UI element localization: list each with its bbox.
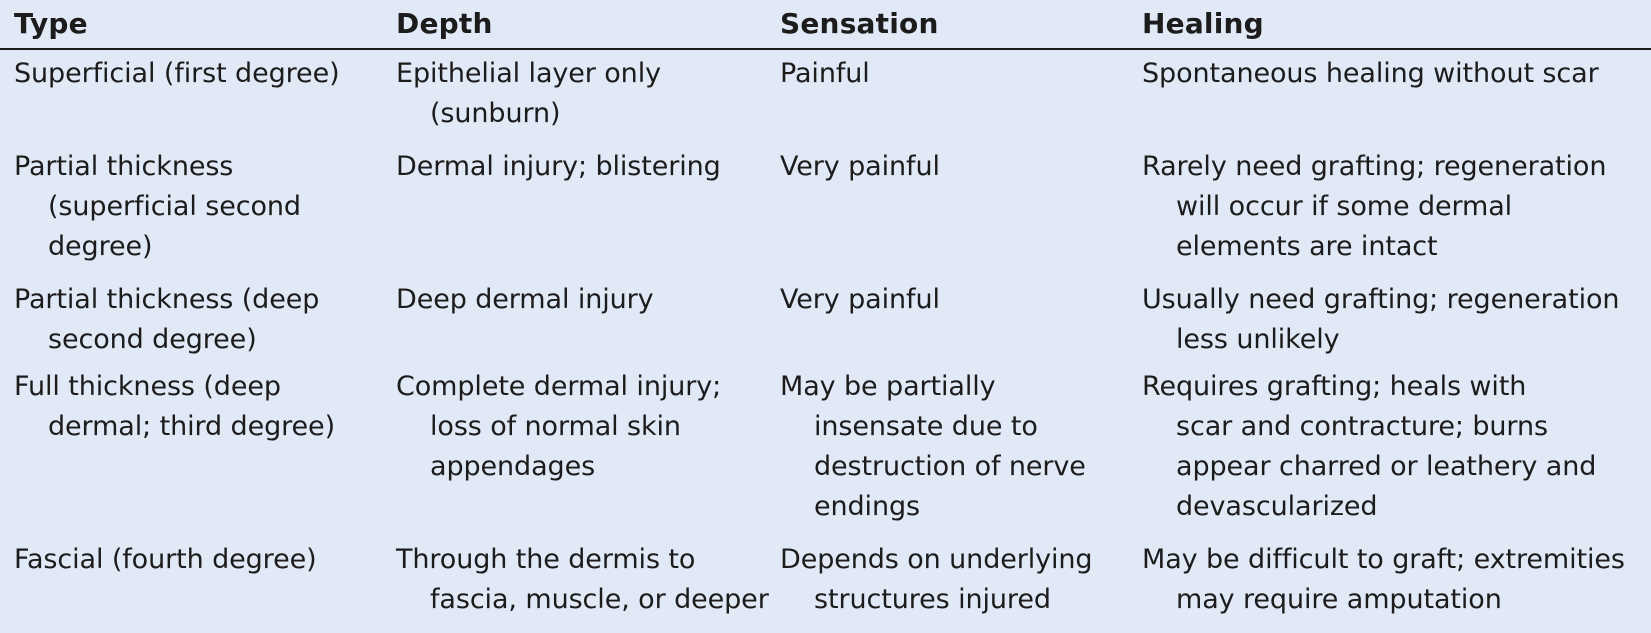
cell-line: loss of normal skin [430, 411, 681, 442]
cell-line: devascularized [1176, 491, 1378, 522]
cell-line: Very painful [780, 151, 940, 182]
cell-line: fascia, muscle, or deeper [430, 584, 769, 615]
cell-line: dermal; third degree) [48, 411, 336, 442]
cell-type: Full thickness (deep dermal; third degre… [14, 367, 335, 447]
cell-line: Depends on underlying [780, 544, 1093, 575]
cell-depth: Complete dermal injury; loss of normal s… [396, 367, 721, 487]
cell-line: Complete dermal injury; [396, 371, 722, 402]
table-header: Type Depth Sensation Healing [0, 0, 1651, 50]
cell-line: appear charred or leathery and [1176, 451, 1597, 482]
cell-type: Partial thickness (deep second degree) [14, 280, 319, 360]
cell-line: May be difficult to graft; extremities [1142, 544, 1625, 575]
cell-type: Fascial (fourth degree) [14, 540, 317, 580]
cell-line: appendages [430, 451, 596, 482]
cell-line: Requires grafting; heals with [1142, 371, 1527, 402]
cell-line: scar and contracture; burns [1176, 411, 1548, 442]
cell-line: Partial thickness (deep [14, 284, 320, 315]
cell-line: insensate due to [814, 411, 1038, 442]
cell-line: Spontaneous healing without scar [1142, 58, 1599, 89]
cell-depth: Dermal injury; blistering [396, 147, 721, 187]
cell-line: (sunburn) [430, 98, 561, 129]
cell-healing: Spontaneous healing without scar [1142, 54, 1599, 94]
cell-line: structures injured [814, 584, 1051, 615]
cell-type: Superficial (first degree) [14, 54, 340, 94]
cell-sensation: Very painful [780, 280, 940, 320]
cell-line: Painful [780, 58, 870, 89]
cell-depth: Epithelial layer only (sunburn) [396, 54, 661, 134]
cell-line: Epithelial layer only [396, 58, 661, 89]
cell-line: Usually need grafting; regeneration [1142, 284, 1620, 315]
cell-line: Very painful [780, 284, 940, 315]
cell-line: Superficial (first degree) [14, 58, 340, 89]
header-sensation: Sensation [780, 7, 939, 40]
cell-depth: Deep dermal injury [396, 280, 654, 320]
cell-line: endings [814, 491, 920, 522]
cell-line: elements are intact [1176, 231, 1438, 262]
cell-line: may require amputation [1176, 584, 1502, 615]
cell-line: Deep dermal injury [396, 284, 654, 315]
cell-sensation: May be partially insensate due to destru… [780, 367, 1086, 527]
header-depth: Depth [396, 7, 493, 40]
cell-line: Partial thickness [14, 151, 234, 182]
cell-healing: Requires grafting; heals with scar and c… [1142, 367, 1596, 527]
cell-line: second degree) [48, 324, 257, 355]
cell-depth: Through the dermis to fascia, muscle, or… [396, 540, 769, 620]
cell-line: (superficial second [48, 191, 301, 222]
cell-line: Fascial (fourth degree) [14, 544, 317, 575]
cell-line: Through the dermis to [396, 544, 696, 575]
cell-line: will occur if some dermal [1176, 191, 1513, 222]
cell-sensation: Painful [780, 54, 870, 94]
cell-line: degree) [48, 231, 153, 262]
cell-sensation: Very painful [780, 147, 940, 187]
cell-line: destruction of nerve [814, 451, 1086, 482]
cell-healing: Rarely need grafting; regeneration will … [1142, 147, 1606, 267]
cell-healing: Usually need grafting; regeneration less… [1142, 280, 1620, 360]
cell-type: Partial thickness (superficial second de… [14, 147, 301, 267]
cell-line: May be partially [780, 371, 996, 402]
cell-line: less unlikely [1176, 324, 1340, 355]
cell-healing: May be difficult to graft; extremities m… [1142, 540, 1625, 620]
cell-sensation: Depends on underlying structures injured [780, 540, 1093, 620]
header-healing: Healing [1142, 7, 1264, 40]
cell-line: Rarely need grafting; regeneration [1142, 151, 1607, 182]
cell-line: Full thickness (deep [14, 371, 281, 402]
header-type: Type [14, 7, 88, 40]
cell-line: Dermal injury; blistering [396, 151, 721, 182]
